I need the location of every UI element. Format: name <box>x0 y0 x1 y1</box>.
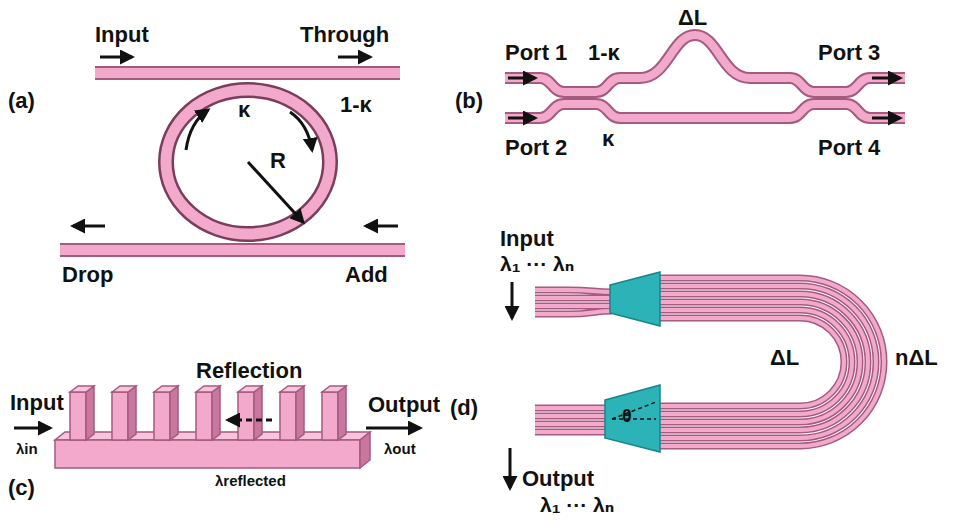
wavelength-label: λ₁ ··· λₙ <box>540 493 614 517</box>
path-difference-label: nΔL <box>895 345 938 370</box>
angle-label: θ <box>622 406 632 427</box>
ring-resonator <box>60 57 405 250</box>
port-label: Output <box>368 392 440 417</box>
port-label: Output <box>522 466 594 491</box>
panel-letter: (c) <box>8 475 35 500</box>
wavelength-label: λreflected <box>215 472 286 489</box>
port-label: Port 2 <box>505 135 567 160</box>
coupling-symbol: 1-κ <box>340 92 372 117</box>
radius-label: R <box>270 148 286 173</box>
coupling-symbol: κ <box>238 97 250 122</box>
reflection-label: Reflection <box>196 358 302 383</box>
wavelength-label: λ₁ ··· λₙ <box>500 252 574 276</box>
port-label: Port 3 <box>818 40 880 65</box>
panel-letter: (d) <box>450 395 478 420</box>
port-label: Input <box>10 390 64 415</box>
panel-letter: (a) <box>8 88 35 113</box>
wavelength-label: λout <box>384 440 416 457</box>
port-label: Port 4 <box>818 135 880 160</box>
mach-zehnder-interferometer <box>505 35 905 118</box>
arrayed-waveguide-grating <box>510 272 884 488</box>
coupling-symbol: 1-κ <box>588 40 620 65</box>
bragg-grating <box>14 386 420 468</box>
port-label: Add <box>345 262 388 287</box>
port-label: Input <box>500 226 554 251</box>
path-difference-label: ΔL <box>678 5 707 30</box>
path-difference-label: ΔL <box>770 345 799 370</box>
port-label: Through <box>300 22 389 47</box>
port-label: Port 1 <box>505 40 567 65</box>
wavelength-label: λin <box>16 440 38 457</box>
panel-letter: (b) <box>455 88 483 113</box>
port-label: Drop <box>62 262 113 287</box>
coupling-symbol: κ <box>602 126 614 151</box>
port-label: Input <box>95 22 149 47</box>
